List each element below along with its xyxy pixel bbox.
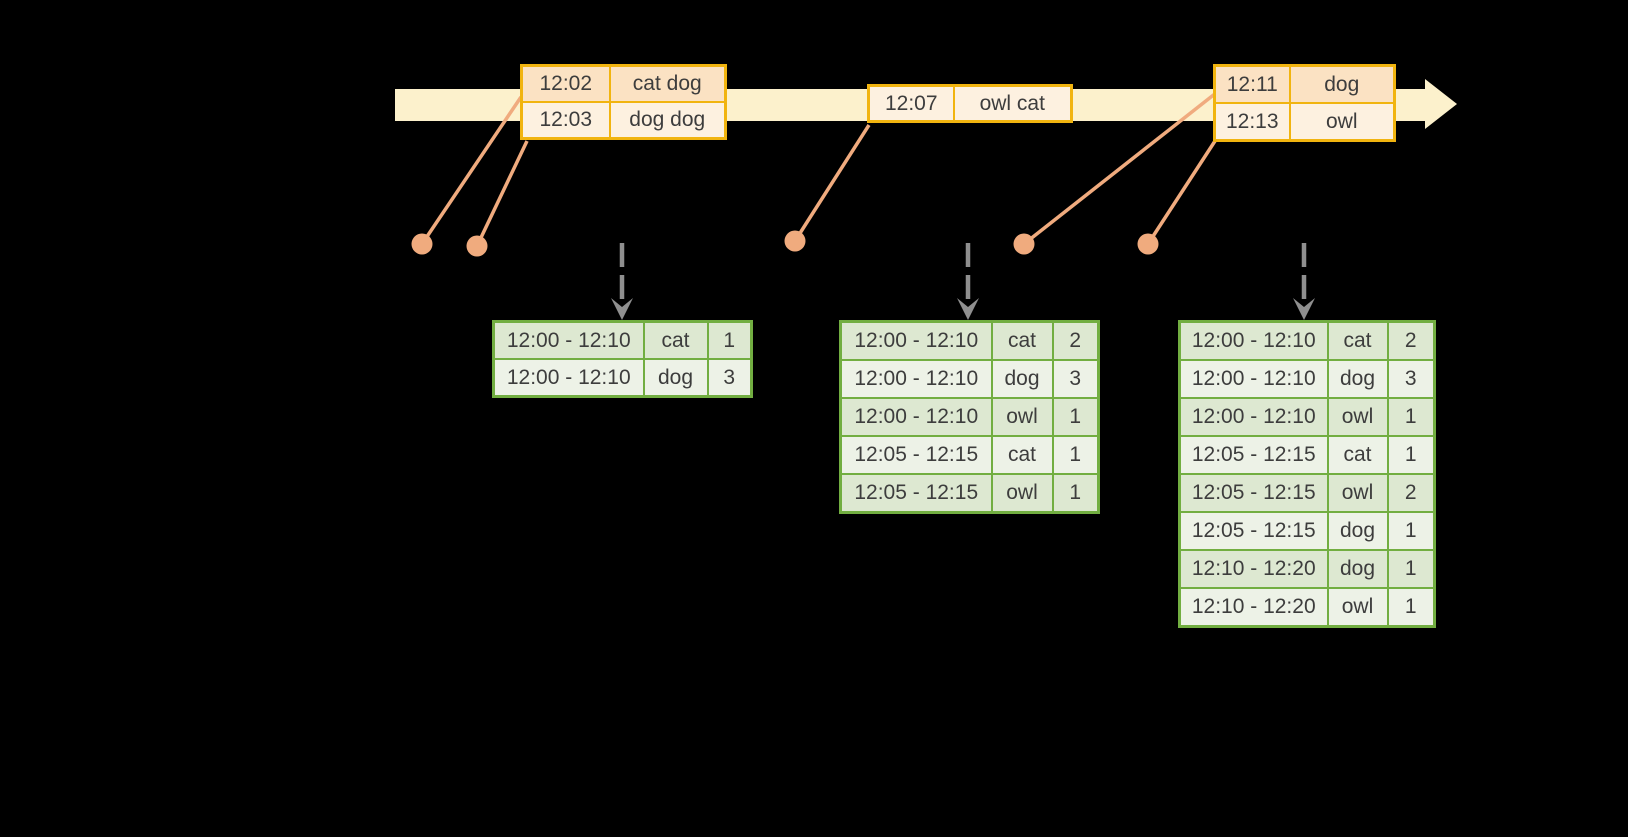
event-dot-icon [411,233,433,255]
count-cell: 3 [1051,359,1100,399]
window-cell: 12:00 - 12:10 [1178,320,1329,361]
word-cell: dog [1326,549,1389,589]
event-connector-line [1146,140,1217,245]
count-cell: 1 [706,320,753,360]
event-table-3: 12:11 dog 12:13 owl [1213,64,1396,142]
event-connector-line [420,96,523,245]
result-row: 12:00 - 12:10 dog 3 [839,359,1100,399]
event-time-cell: 12:02 [520,64,611,103]
result-row: 12:00 - 12:10 cat 1 [492,320,753,360]
count-cell: 1 [1386,397,1436,437]
count-cell: 1 [1051,435,1100,475]
count-cell: 1 [1386,549,1436,589]
trigger-arrowhead-icon [1293,298,1315,320]
event-words-cell: cat dog [608,64,727,103]
window-cell: 12:00 - 12:10 [839,397,993,437]
timeline-arrowhead-icon [1425,79,1457,129]
window-cell: 12:10 - 12:20 [1178,549,1329,589]
word-cell: owl [990,397,1054,437]
result-row: 12:00 - 12:10 cat 2 [1178,320,1436,361]
window-cell: 12:00 - 12:10 [492,320,645,360]
result-row: 12:00 - 12:10 dog 3 [1178,359,1436,399]
window-cell: 12:00 - 12:10 [492,358,645,398]
event-connector-line [475,140,529,247]
result-row: 12:10 - 12:20 dog 1 [1178,549,1436,589]
result-row: 12:00 - 12:10 owl 1 [839,397,1100,437]
result-row: 12:05 - 12:15 cat 1 [839,435,1100,475]
event-words-cell: dog dog [608,101,727,140]
trigger-arrowhead-icon [957,298,979,320]
event-dot-icon [466,235,488,257]
event-table-1: 12:02 cat dog 12:03 dog dog [520,64,727,140]
window-cell: 12:10 - 12:20 [1178,587,1329,628]
word-cell: cat [642,320,709,360]
event-connector-line [793,124,871,242]
word-cell: cat [1326,435,1389,475]
result-table-1: 12:00 - 12:10 cat 1 12:00 - 12:10 dog 3 [492,320,753,398]
word-cell: cat [1326,320,1389,361]
window-cell: 12:05 - 12:15 [839,473,993,514]
event-row: 12:13 owl [1213,102,1396,142]
count-cell: 2 [1051,320,1100,361]
word-cell: dog [1326,359,1389,399]
word-cell: owl [1326,397,1389,437]
word-cell: cat [990,320,1054,361]
window-cell: 12:05 - 12:15 [1178,435,1329,475]
word-cell: owl [1326,473,1389,513]
word-cell: owl [1326,587,1389,628]
event-dot-icon [1137,233,1159,255]
window-cell: 12:05 - 12:15 [1178,473,1329,513]
event-time-cell: 12:07 [867,84,955,123]
result-row: 12:00 - 12:10 dog 3 [492,358,753,398]
word-cell: owl [990,473,1054,514]
count-cell: 3 [706,358,753,398]
result-row: 12:05 - 12:15 owl 2 [1178,473,1436,513]
window-cell: 12:05 - 12:15 [1178,511,1329,551]
event-table-2: 12:07 owl cat [867,84,1073,123]
event-words-cell: dog [1288,64,1396,104]
event-words-cell: owl cat [952,84,1073,123]
count-cell: 2 [1386,473,1436,513]
word-cell: cat [990,435,1054,475]
window-cell: 12:05 - 12:15 [839,435,993,475]
result-row: 12:05 - 12:15 cat 1 [1178,435,1436,475]
window-cell: 12:00 - 12:10 [839,320,993,361]
window-cell: 12:00 - 12:10 [839,359,993,399]
count-cell: 1 [1386,435,1436,475]
event-time-cell: 12:03 [520,101,611,140]
event-row: 12:11 dog [1213,64,1396,104]
window-cell: 12:00 - 12:10 [1178,397,1329,437]
word-cell: dog [1326,511,1389,551]
trigger-arrowhead-icon [611,298,633,320]
event-row: 12:03 dog dog [520,101,727,140]
count-cell: 1 [1386,511,1436,551]
result-row: 12:00 - 12:10 owl 1 [1178,397,1436,437]
count-cell: 1 [1051,397,1100,437]
event-dot-icon [784,230,806,252]
event-time-cell: 12:13 [1213,102,1291,142]
event-row: 12:07 owl cat [867,84,1073,123]
event-row: 12:02 cat dog [520,64,727,103]
count-cell: 2 [1386,320,1436,361]
result-table-3: 12:00 - 12:10 cat 2 12:00 - 12:10 dog 3 … [1178,320,1436,628]
word-cell: dog [642,358,709,398]
event-time-cell: 12:11 [1213,64,1291,104]
event-words-cell: owl [1288,102,1396,142]
word-cell: dog [990,359,1054,399]
count-cell: 1 [1386,587,1436,628]
event-dot-icon [1013,233,1035,255]
result-row: 12:10 - 12:20 owl 1 [1178,587,1436,628]
result-row: 12:00 - 12:10 cat 2 [839,320,1100,361]
count-cell: 3 [1386,359,1436,399]
result-row: 12:05 - 12:15 dog 1 [1178,511,1436,551]
result-row: 12:05 - 12:15 owl 1 [839,473,1100,514]
event-connector-line [1022,91,1218,246]
window-cell: 12:00 - 12:10 [1178,359,1329,399]
count-cell: 1 [1051,473,1100,514]
result-table-2: 12:00 - 12:10 cat 2 12:00 - 12:10 dog 3 … [839,320,1100,514]
